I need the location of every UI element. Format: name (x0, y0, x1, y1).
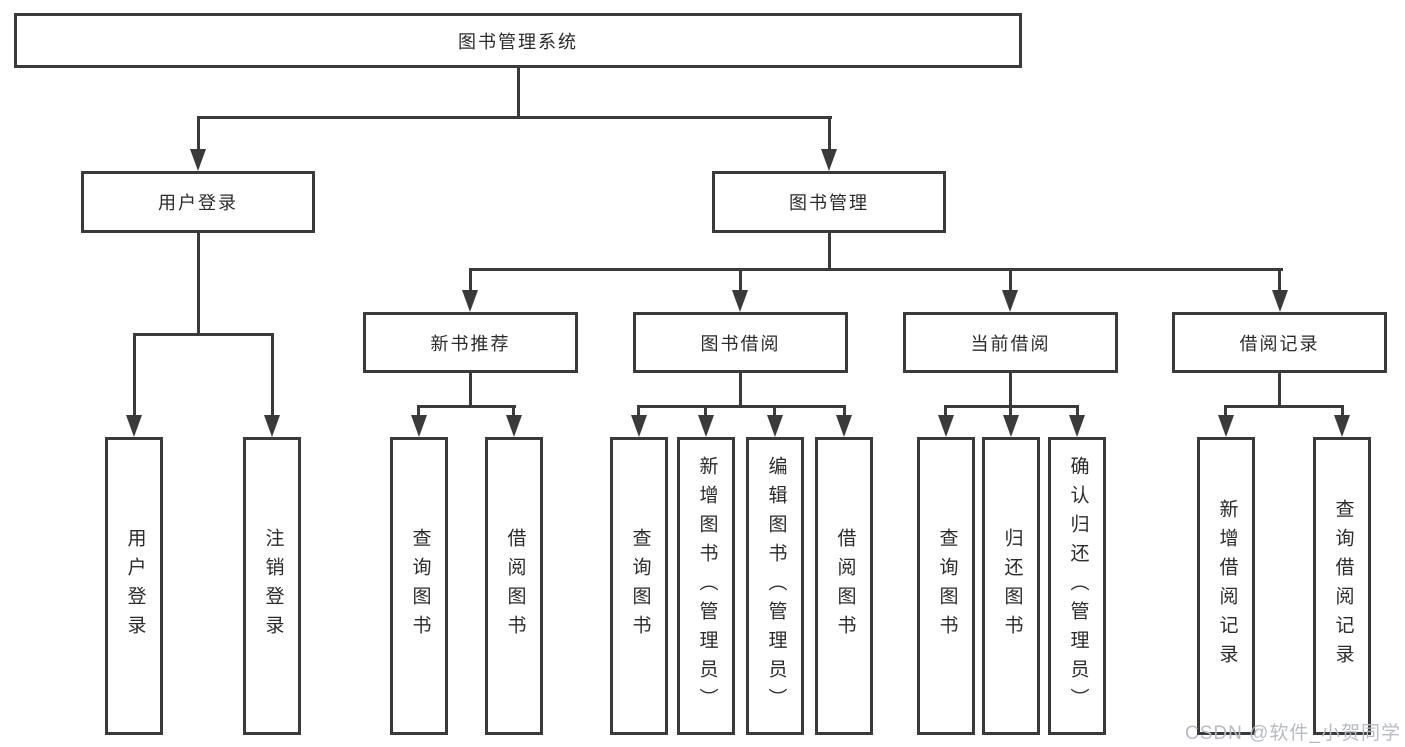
leaf-user-login: 用户登录 (105, 437, 163, 735)
connector-line (739, 373, 742, 408)
connector-line (469, 373, 472, 408)
arrow-down-icon (631, 415, 647, 437)
connector-line (843, 405, 846, 417)
connector-line (517, 68, 520, 118)
connector-line (1278, 373, 1281, 408)
arrow-down-icon (938, 415, 954, 437)
arrow-down-icon (190, 149, 206, 171)
node-borrow-record-label: 借阅记录 (1239, 333, 1320, 354)
leaf-borrow-query: 查询图书 (610, 437, 668, 735)
node-root-label: 图书管理系统 (458, 31, 578, 52)
connector-line (1009, 405, 1012, 417)
leaf-borrow-add: 新增图书（管理员） (677, 437, 735, 735)
leaf-label: 新增借阅记录 (1216, 499, 1238, 673)
leaf-logout: 注销登录 (243, 437, 301, 735)
node-new-book-label: 新书推荐 (430, 333, 511, 354)
connector-line (1341, 405, 1344, 417)
connector-line (1009, 373, 1012, 408)
leaf-label: 用户登录 (124, 528, 146, 644)
connector-line (133, 333, 274, 336)
arrow-down-icon (767, 415, 783, 437)
connector-line (704, 405, 707, 417)
leaf-current-return: 归还图书 (982, 437, 1040, 735)
arrow-down-icon (1069, 415, 1085, 437)
connector-line (773, 405, 776, 417)
csdn-watermark: CSDN @软件_小贺同学 (1185, 723, 1401, 744)
connector-line (828, 233, 831, 271)
arrow-down-icon (1002, 290, 1018, 312)
arrow-down-icon (1272, 290, 1288, 312)
node-book-borrow-label: 图书借阅 (700, 333, 781, 354)
connector-line (133, 333, 136, 417)
connector-line (512, 405, 515, 417)
arrow-down-icon (732, 290, 748, 312)
leaf-borrow-borrow: 借阅图书 (815, 437, 873, 735)
leaf-label: 编辑图书（管理员） (765, 455, 787, 717)
node-current-borrow-label: 当前借阅 (970, 333, 1051, 354)
arrow-down-icon (411, 415, 427, 437)
connector-line (197, 233, 200, 336)
node-user-login: 用户登录 (81, 171, 315, 233)
arrow-down-icon (126, 415, 142, 437)
node-user-login-label: 用户登录 (158, 193, 238, 213)
leaf-label: 查询图书 (409, 528, 431, 644)
arrow-down-icon (698, 415, 714, 437)
connector-line (637, 405, 640, 417)
connector-line (1224, 405, 1344, 408)
leaf-label: 借阅图书 (504, 528, 526, 644)
leaf-label: 查询图书 (936, 528, 958, 644)
leaf-label: 注销登录 (262, 528, 284, 644)
leaf-record-query: 查询借阅记录 (1313, 437, 1371, 735)
leaf-current-query: 查询图书 (917, 437, 975, 735)
leaf-borrow-edit: 编辑图书（管理员） (746, 437, 804, 735)
node-current-borrow: 当前借阅 (903, 312, 1118, 373)
connector-line (1278, 268, 1281, 292)
connector-line (417, 405, 420, 417)
arrow-down-icon (1003, 415, 1019, 437)
connector-line (944, 405, 947, 417)
arrow-down-icon (821, 149, 837, 171)
connector-line (271, 333, 274, 417)
connector-line (417, 405, 516, 408)
connector-line (828, 116, 831, 151)
connector-line (637, 405, 846, 408)
leaf-newbook-borrow: 借阅图书 (485, 437, 543, 735)
leaf-current-confirm: 确认归还（管理员） (1048, 437, 1106, 735)
connector-line (469, 268, 472, 292)
connector-line (1224, 405, 1227, 417)
leaf-label: 新增图书（管理员） (696, 455, 718, 717)
connector-line (1009, 268, 1012, 292)
connector-line (197, 116, 832, 119)
arrow-down-icon (462, 290, 478, 312)
node-new-book: 新书推荐 (363, 312, 578, 373)
connector-line (197, 116, 200, 151)
arrow-down-icon (1218, 415, 1234, 437)
arrow-down-icon (264, 415, 280, 437)
node-book-mgmt: 图书管理 (712, 171, 946, 233)
node-book-borrow: 图书借阅 (633, 312, 848, 373)
arrow-down-icon (506, 415, 522, 437)
leaf-label: 归还图书 (1001, 528, 1023, 644)
leaf-label: 确认归还（管理员） (1067, 455, 1089, 717)
leaf-record-add: 新增借阅记录 (1197, 437, 1255, 735)
leaf-label: 查询借阅记录 (1332, 499, 1354, 673)
leaf-label: 查询图书 (629, 528, 651, 644)
connector-line (469, 268, 1283, 271)
arrow-down-icon (1334, 415, 1350, 437)
arrow-down-icon (836, 415, 852, 437)
node-borrow-record: 借阅记录 (1172, 312, 1387, 373)
leaf-label: 借阅图书 (834, 528, 856, 644)
connector-line (1076, 405, 1079, 417)
node-book-mgmt-label: 图书管理 (789, 193, 869, 213)
node-root: 图书管理系统 (14, 13, 1022, 68)
connector-line (739, 268, 742, 292)
leaf-newbook-query: 查询图书 (390, 437, 448, 735)
